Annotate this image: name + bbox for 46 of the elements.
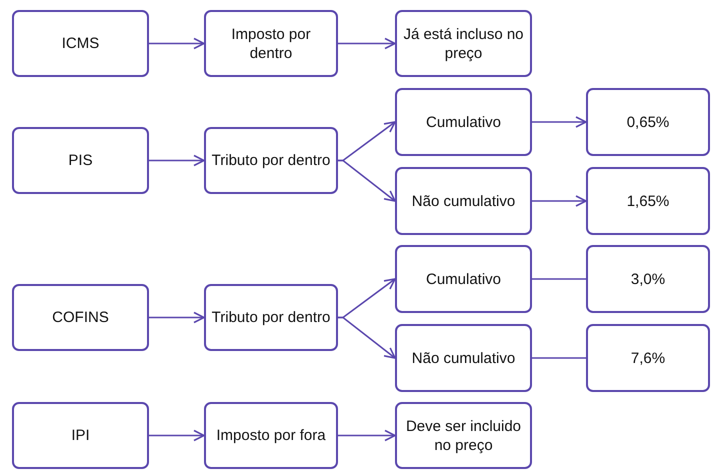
process-box bbox=[12, 402, 149, 469]
arrow bbox=[149, 430, 205, 442]
process-box bbox=[12, 10, 149, 77]
arrow bbox=[149, 38, 205, 50]
process-box bbox=[204, 10, 338, 77]
process-box bbox=[395, 167, 532, 235]
arrow bbox=[338, 38, 396, 50]
box-label: Tributo por dentro bbox=[212, 308, 330, 327]
arrow bbox=[338, 430, 396, 442]
process-box bbox=[204, 127, 338, 194]
arrow bbox=[149, 312, 205, 324]
box-label: Cumulativo bbox=[426, 112, 502, 132]
process-box bbox=[395, 10, 532, 77]
arrow bbox=[338, 160, 396, 202]
process-box bbox=[395, 402, 532, 469]
process-box bbox=[12, 127, 149, 194]
process-box bbox=[395, 324, 532, 392]
arrow bbox=[338, 316, 396, 359]
box-label: ICMS bbox=[62, 34, 100, 53]
process-box bbox=[586, 167, 710, 235]
box-label: Imposto por dentro bbox=[230, 24, 312, 62]
box-label: 0,65% bbox=[626, 112, 670, 132]
process-box bbox=[204, 284, 338, 351]
process-box bbox=[12, 284, 149, 351]
box-label: Tributo por dentro bbox=[212, 151, 330, 170]
arrow bbox=[532, 195, 587, 207]
process-box bbox=[395, 88, 532, 156]
box-label: 1,65% bbox=[626, 192, 670, 210]
process-box bbox=[586, 88, 710, 156]
box-label: COFINS bbox=[52, 308, 109, 327]
box-label: Imposto por fora bbox=[216, 426, 326, 445]
process-box bbox=[586, 245, 710, 313]
box-label: 3,0% bbox=[630, 270, 666, 288]
box-label: Não cumulativo bbox=[412, 192, 516, 210]
box-label: IPI bbox=[71, 426, 90, 445]
box-label: 7,6% bbox=[630, 348, 666, 368]
box-label: Não cumulativo bbox=[412, 348, 516, 368]
arrow bbox=[532, 116, 587, 128]
box-label: Já está incluso no preço bbox=[402, 24, 525, 62]
process-box bbox=[586, 324, 710, 392]
process-box bbox=[204, 402, 338, 469]
process-box bbox=[395, 245, 532, 313]
box-label: Deve ser incluido no preço bbox=[404, 416, 522, 454]
box-label: Cumulativo bbox=[426, 270, 502, 288]
arrow bbox=[149, 154, 205, 166]
box-label: PIS bbox=[68, 151, 93, 170]
